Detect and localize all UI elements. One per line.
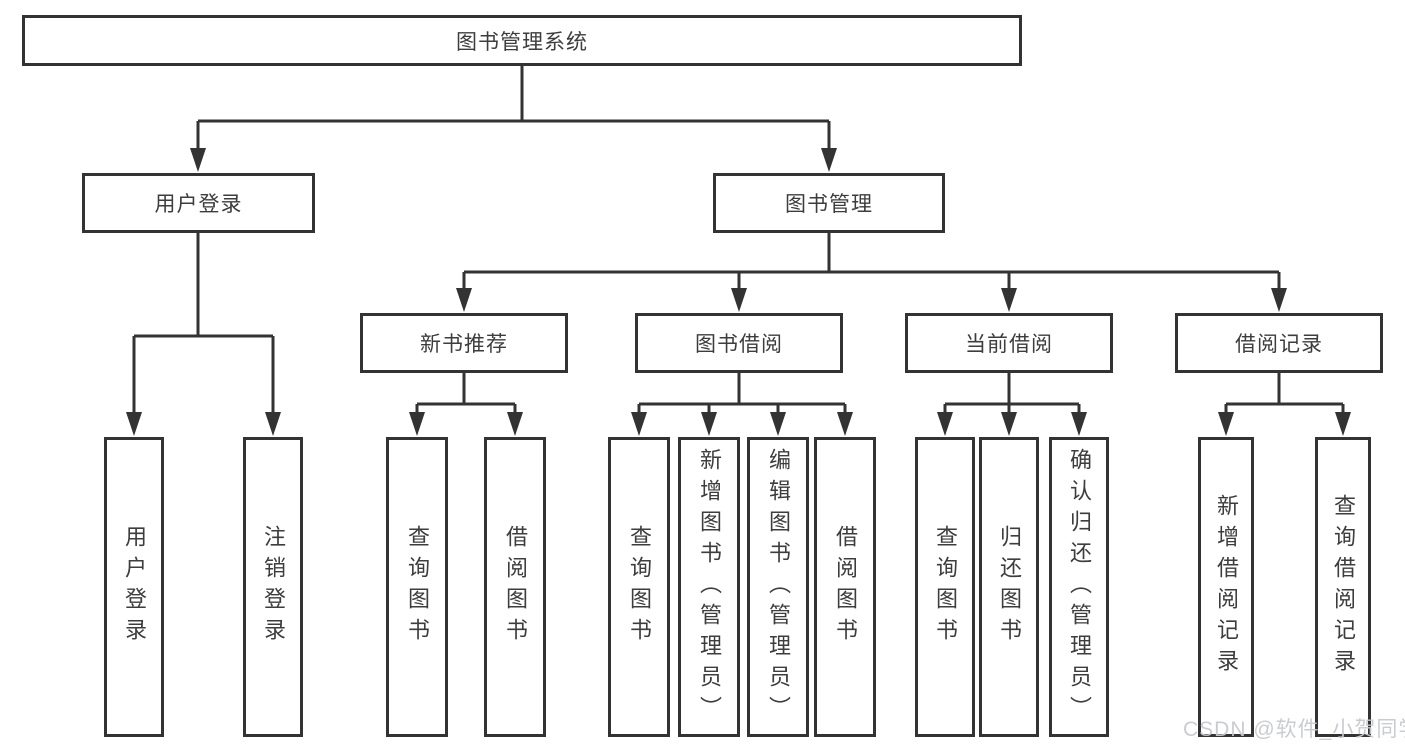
node-borrowing-edit-books-admin: 编辑图书（管理员） — [747, 437, 809, 737]
node-label: 借阅图书 — [833, 525, 858, 649]
arrowhead — [701, 412, 717, 436]
node-recommend-borrow-books: 借阅图书 — [484, 437, 546, 737]
arrowhead — [1271, 288, 1287, 312]
node-borrowing-query-books: 查询图书 — [608, 437, 670, 737]
node-current-return-books: 归还图书 — [979, 437, 1039, 737]
node-label: 图书借阅 — [695, 333, 783, 356]
node-borrowing-add-books-admin: 新增图书（管理员） — [678, 437, 740, 737]
node-label: 用户登录 — [154, 193, 243, 216]
arrowhead — [507, 412, 523, 436]
node-book-management-branch: 图书管理 — [713, 173, 945, 233]
arrowhead — [837, 412, 853, 436]
node-user-login-branch: 用户登录 — [82, 173, 315, 233]
node-label: 查询图书 — [627, 525, 652, 649]
node-label: 图书管理系统 — [456, 30, 588, 54]
node-book-borrowing: 图书借阅 — [635, 313, 843, 373]
node-recommend-query-books: 查询图书 — [386, 437, 448, 737]
arrowhead — [821, 148, 837, 172]
node-label: 借阅图书 — [503, 525, 528, 649]
node-label: 新书推荐 — [420, 333, 508, 356]
node-records-query-record: 查询借阅记录 — [1315, 437, 1371, 737]
node-root-system: 图书管理系统 — [22, 15, 1022, 66]
arrowhead — [126, 412, 142, 436]
node-label: 当前借阅 — [965, 333, 1053, 356]
node-label: 确认归还（管理员） — [1067, 447, 1092, 727]
arrowhead — [265, 412, 281, 436]
node-user-login: 用户登录 — [104, 437, 164, 737]
node-label: 查询图书 — [933, 525, 958, 649]
node-label: 注销登录 — [261, 525, 286, 649]
node-label: 归还图书 — [997, 525, 1022, 649]
arrowhead — [1001, 412, 1017, 436]
arrowhead — [1071, 412, 1087, 436]
node-label: 查询图书 — [405, 525, 430, 649]
node-label: 新增借阅记录 — [1214, 494, 1239, 680]
arrowhead — [409, 412, 425, 436]
node-label: 用户登录 — [122, 525, 147, 649]
node-label: 查询借阅记录 — [1331, 494, 1356, 680]
node-current-query-books: 查询图书 — [915, 437, 975, 737]
arrowhead — [190, 148, 206, 172]
arrowhead — [770, 412, 786, 436]
node-label: 图书管理 — [785, 193, 873, 216]
node-borrowing-records: 借阅记录 — [1175, 313, 1383, 373]
arrowhead — [456, 288, 472, 312]
node-logout: 注销登录 — [243, 437, 303, 737]
arrowhead — [1335, 412, 1351, 436]
node-label: 编辑图书（管理员） — [766, 447, 791, 727]
node-label: 借阅记录 — [1235, 333, 1323, 356]
node-borrowing-borrow-books: 借阅图书 — [814, 437, 876, 737]
node-current-borrowing: 当前借阅 — [905, 313, 1113, 373]
node-current-confirm-return-admin: 确认归还（管理员） — [1049, 437, 1109, 737]
arrowhead — [631, 412, 647, 436]
arrowhead — [937, 412, 953, 436]
arrowhead — [731, 288, 747, 312]
watermark-text: CSDN @软件_小贺同学 — [1183, 718, 1405, 741]
arrowhead — [1001, 288, 1017, 312]
node-records-add-record: 新增借阅记录 — [1198, 437, 1254, 737]
arrowhead — [1218, 412, 1234, 436]
node-label: 新增图书（管理员） — [697, 447, 722, 727]
node-new-book-recommend: 新书推荐 — [360, 313, 568, 373]
